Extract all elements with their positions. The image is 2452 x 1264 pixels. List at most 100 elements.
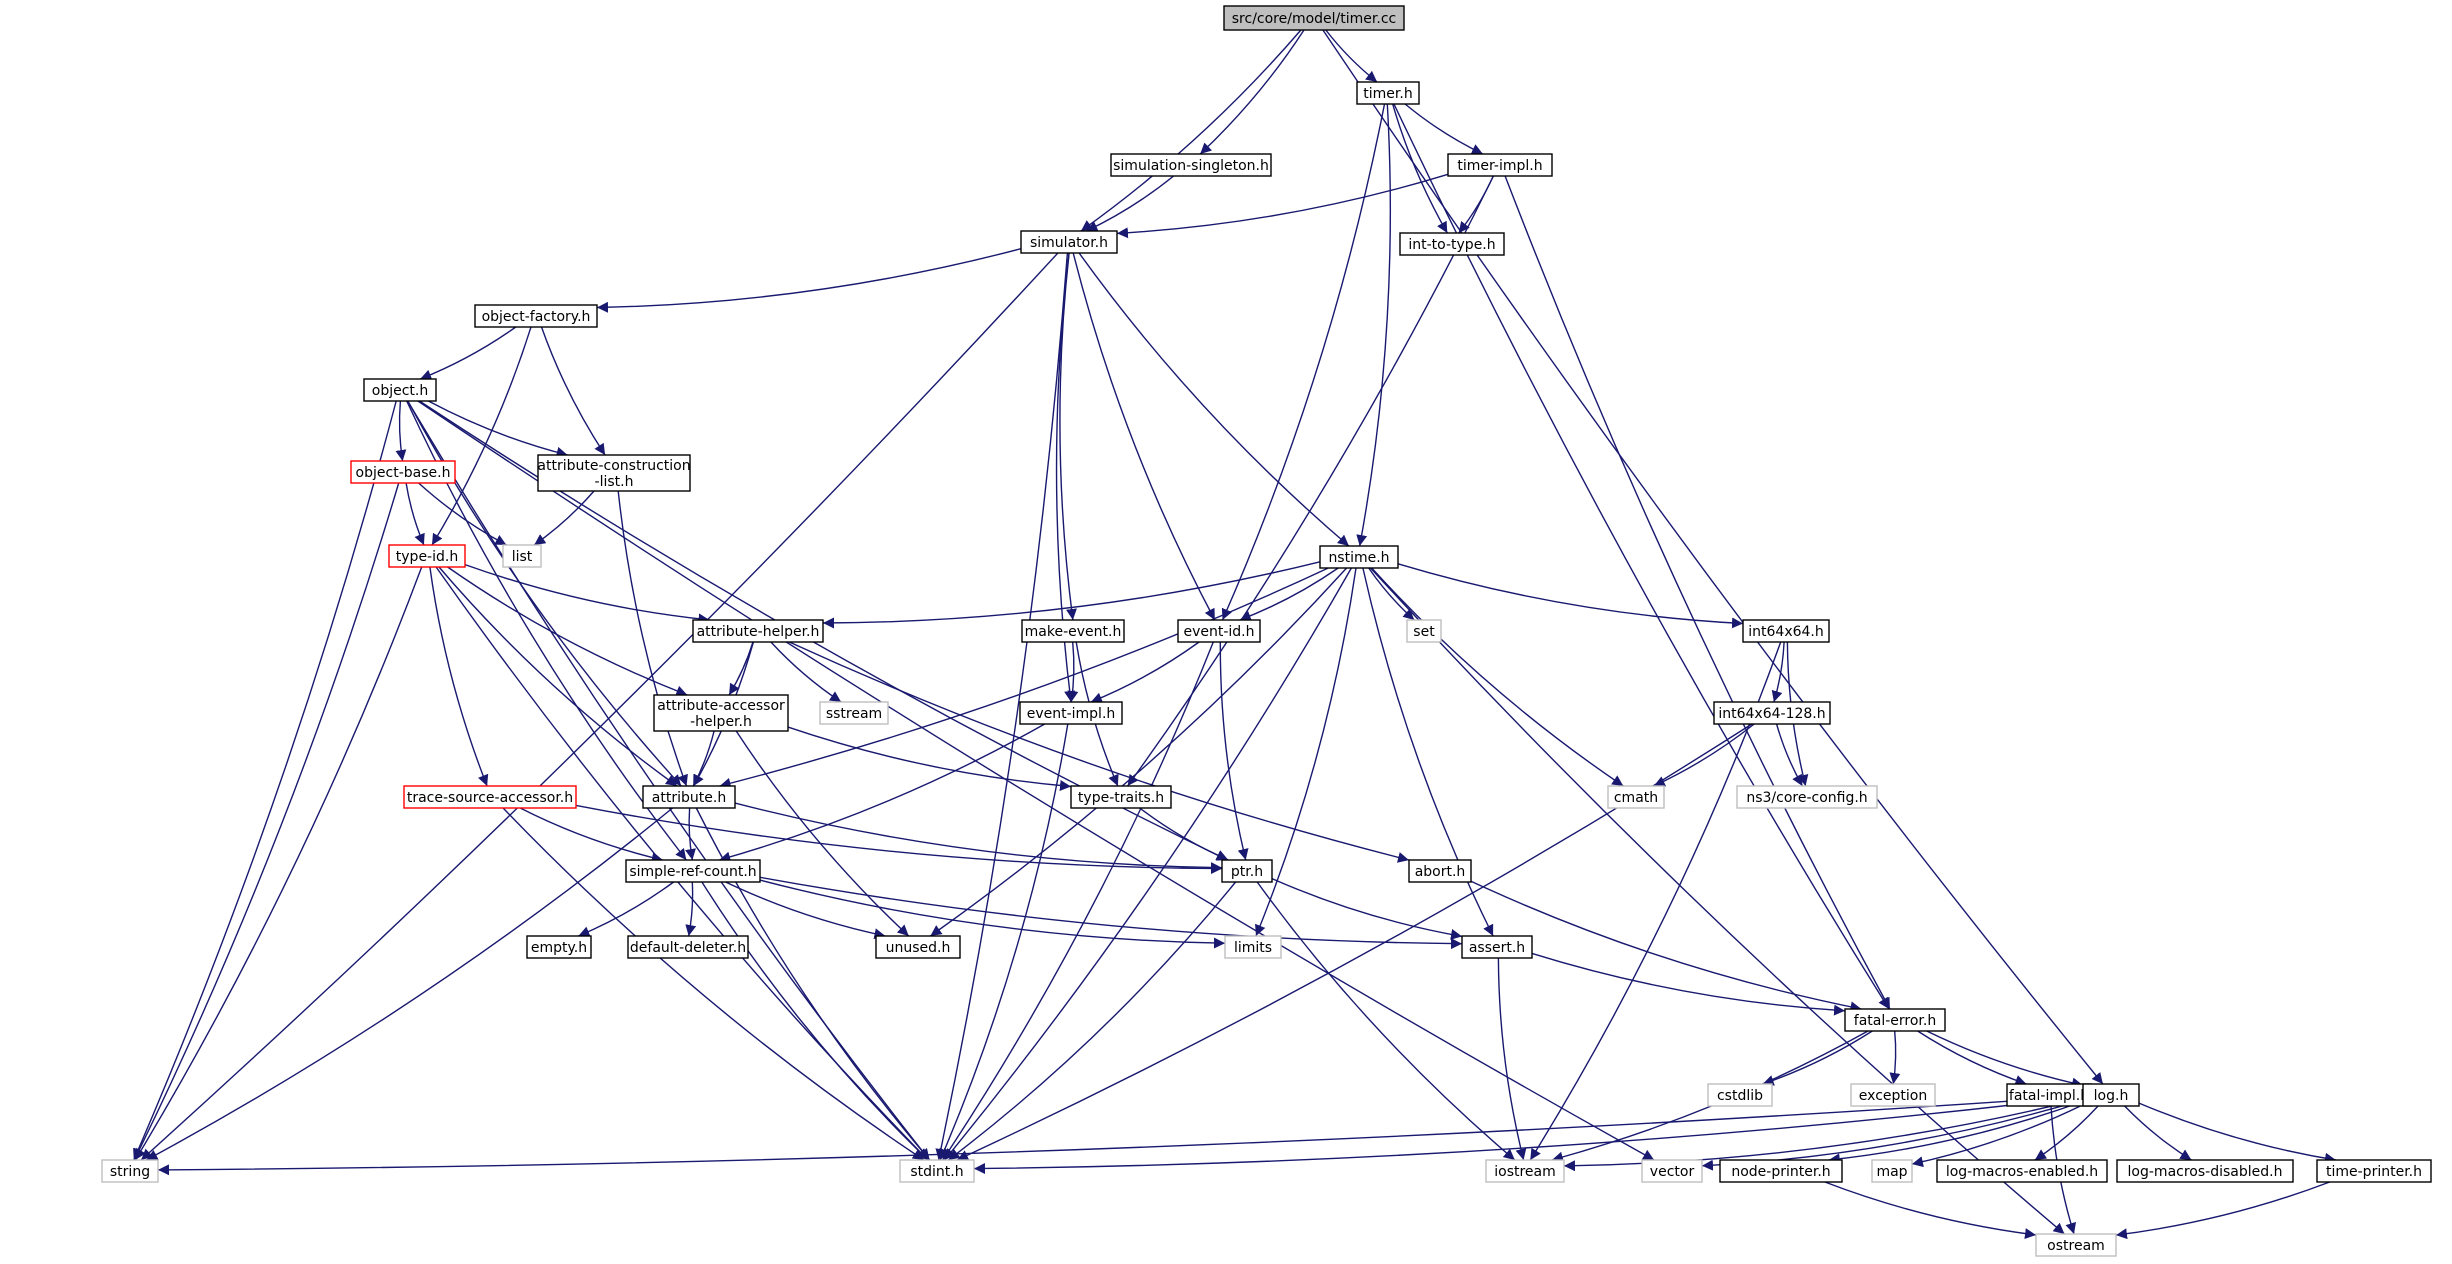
edge-attribute-helper-h-to-sstream	[770, 641, 842, 703]
node-label: type-id.h	[396, 549, 458, 565]
node-type-id-h[interactable]: type-id.h	[388, 544, 466, 568]
node-timer-h[interactable]: timer.h	[1356, 81, 1420, 105]
node-label: cstdlib	[1717, 1088, 1763, 1104]
node-label: string	[110, 1164, 150, 1180]
node-box	[1406, 619, 1442, 643]
node-box	[692, 619, 824, 643]
node-object-base-h[interactable]: object-base.h	[350, 460, 456, 484]
node-box	[1736, 785, 1878, 809]
edge-nstime-h-to-unused-h	[929, 567, 1348, 937]
node-box	[403, 785, 577, 809]
edge-log-h-to-log-macros-enabled-h	[2034, 1105, 2099, 1161]
node-time-printer-h[interactable]: time-printer.h	[2316, 1159, 2432, 1183]
node-log-macros-disabled-h[interactable]: log-macros-disabled.h	[2116, 1159, 2294, 1183]
node-nstime-h[interactable]: nstime.h	[1319, 545, 1399, 569]
node-attribute-construction-list-h[interactable]: attribute-construction-list.h	[537, 454, 691, 492]
node-label: timer-impl.h	[1457, 158, 1542, 174]
node-ostream: ostream	[2035, 1233, 2117, 1257]
edge-event-impl-h-to-simple-ref-count-h	[719, 723, 1046, 863]
edge-event-impl-h-to-stdint-h	[939, 723, 1069, 1161]
node-int64x64-128-h[interactable]: int64x64-128.h	[1713, 701, 1831, 725]
edge-nstime-h-to-cmath	[1371, 567, 1624, 787]
edge-attribute-h-to-stdint-h	[695, 807, 931, 1161]
edge-ptr-h-to-stdint-h	[947, 881, 1237, 1161]
node-box	[1319, 545, 1399, 569]
edge-timer-impl-h-to-type-traits-h	[1127, 175, 1495, 787]
node-label: simulation-singleton.h	[1113, 158, 1269, 174]
edge-simulator-h-to-make-event-h	[1059, 252, 1077, 621]
node-simulation-singleton-h[interactable]: simulation-singleton.h	[1110, 153, 1272, 177]
node-core-config-h: ns3/core-config.h	[1736, 785, 1878, 809]
node-label: stdint.h	[910, 1164, 963, 1180]
node-assert-h[interactable]: assert.h	[1461, 935, 1533, 959]
node-object-factory-h[interactable]: object-factory.h	[474, 304, 598, 328]
node-box	[474, 304, 598, 328]
edge-make-event-h-to-event-impl-h	[1067, 641, 1079, 703]
node-simulator-h[interactable]: simulator.h	[1020, 230, 1118, 254]
node-trace-source-accessor-h[interactable]: trace-source-accessor.h	[403, 785, 577, 809]
node-abort-h[interactable]: abort.h	[1408, 859, 1472, 883]
edge-simulator-h-to-nstime-h	[1078, 252, 1350, 547]
edge-root-to-log-h	[1322, 29, 2104, 1085]
node-fatal-error-h[interactable]: fatal-error.h	[1844, 1008, 1946, 1032]
node-label: time-printer.h	[2326, 1164, 2422, 1180]
node-box	[1713, 701, 1831, 725]
node-label: node-printer.h	[1731, 1164, 1830, 1180]
node-box	[627, 935, 749, 959]
node-box	[819, 701, 889, 725]
node-int64x64-h[interactable]: int64x64.h	[1742, 619, 1830, 643]
node-label: attribute.h	[652, 790, 726, 806]
edge-type-id-h-to-attribute-helper-h	[464, 563, 710, 625]
node-box	[1936, 1159, 2108, 1183]
node-simple-ref-count-h[interactable]: simple-ref-count.h	[625, 859, 761, 883]
node-attribute-helper-h[interactable]: attribute-helper.h	[692, 619, 824, 643]
edge-attribute-accessor-helper-h-to-unused-h	[735, 730, 910, 937]
edge-event-id-h-to-event-impl-h	[1090, 641, 1200, 703]
node-empty-h[interactable]: empty.h	[526, 935, 592, 959]
node-box	[350, 460, 456, 484]
edge-simple-ref-count-h-to-unused-h	[725, 881, 886, 940]
node-label: vector	[1650, 1164, 1695, 1180]
node-object-h[interactable]: object.h	[363, 378, 437, 402]
node-ptr-h[interactable]: ptr.h	[1221, 859, 1273, 883]
edge-log-h-to-iostream	[1563, 1097, 2084, 1172]
node-log-h[interactable]: log.h	[2082, 1083, 2140, 1107]
node-box	[899, 1159, 975, 1183]
edge-type-id-h-to-attribute-accessor-helper-h	[447, 566, 688, 697]
node-box	[875, 935, 961, 959]
node-event-impl-h[interactable]: event-impl.h	[1019, 701, 1123, 725]
node-type-traits-h[interactable]: type-traits.h	[1070, 785, 1172, 809]
node-event-id-h[interactable]: event-id.h	[1177, 619, 1261, 643]
edge-log-h-to-stdint-h	[973, 1096, 2084, 1174]
node-label: simple-ref-count.h	[629, 864, 756, 880]
node-label: object.h	[372, 383, 428, 399]
edge-attribute-accessor-helper-h-to-type-traits-h	[787, 726, 1072, 792]
node-log-macros-enabled-h[interactable]: log-macros-enabled.h	[1936, 1159, 2108, 1183]
node-unused-h[interactable]: unused.h	[875, 935, 961, 959]
edge-trace-source-accessor-h-to-ptr-h	[575, 804, 1223, 875]
edge-timer-impl-h-to-int-to-type-h	[1458, 175, 1494, 234]
node-attribute-accessor-helper-h[interactable]: attribute-accessor-helper.h	[653, 694, 789, 732]
node-make-event-h[interactable]: make-event.h	[1021, 619, 1125, 643]
edge-attribute-construction-list-h-to-attribute-h	[617, 490, 688, 787]
node-default-deleter-h[interactable]: default-deleter.h	[627, 935, 749, 959]
node-label: log-macros-enabled.h	[1946, 1164, 2098, 1180]
node-stdint-h: stdint.h	[899, 1159, 975, 1183]
edge-log-h-to-node-printer-h	[1828, 1100, 2084, 1165]
edge-nstime-h-to-assert-h	[1362, 567, 1494, 937]
node-timer-impl-h[interactable]: timer-impl.h	[1447, 153, 1553, 177]
edge-timer-h-to-timer-impl-h	[1404, 103, 1484, 155]
node-label: cmath	[1614, 790, 1658, 806]
node-root[interactable]: src/core/model/timer.cc	[1223, 5, 1405, 31]
node-int-to-type-h[interactable]: int-to-type.h	[1399, 232, 1505, 256]
node-label: fatal-impl.h	[2009, 1088, 2089, 1104]
node-fatal-impl-h[interactable]: fatal-impl.h	[2006, 1083, 2092, 1107]
node-node-printer-h[interactable]: node-printer.h	[1719, 1159, 1843, 1183]
edge-timer-h-to-nstime-h	[1356, 103, 1392, 547]
edge-nstime-h-to-limits	[1255, 567, 1357, 937]
node-label: object-factory.h	[482, 309, 591, 325]
node-label: fatal-error.h	[1854, 1013, 1936, 1029]
node-label: trace-source-accessor.h	[407, 790, 573, 806]
node-attribute-h[interactable]: attribute.h	[642, 785, 736, 809]
node-box	[1399, 232, 1505, 256]
